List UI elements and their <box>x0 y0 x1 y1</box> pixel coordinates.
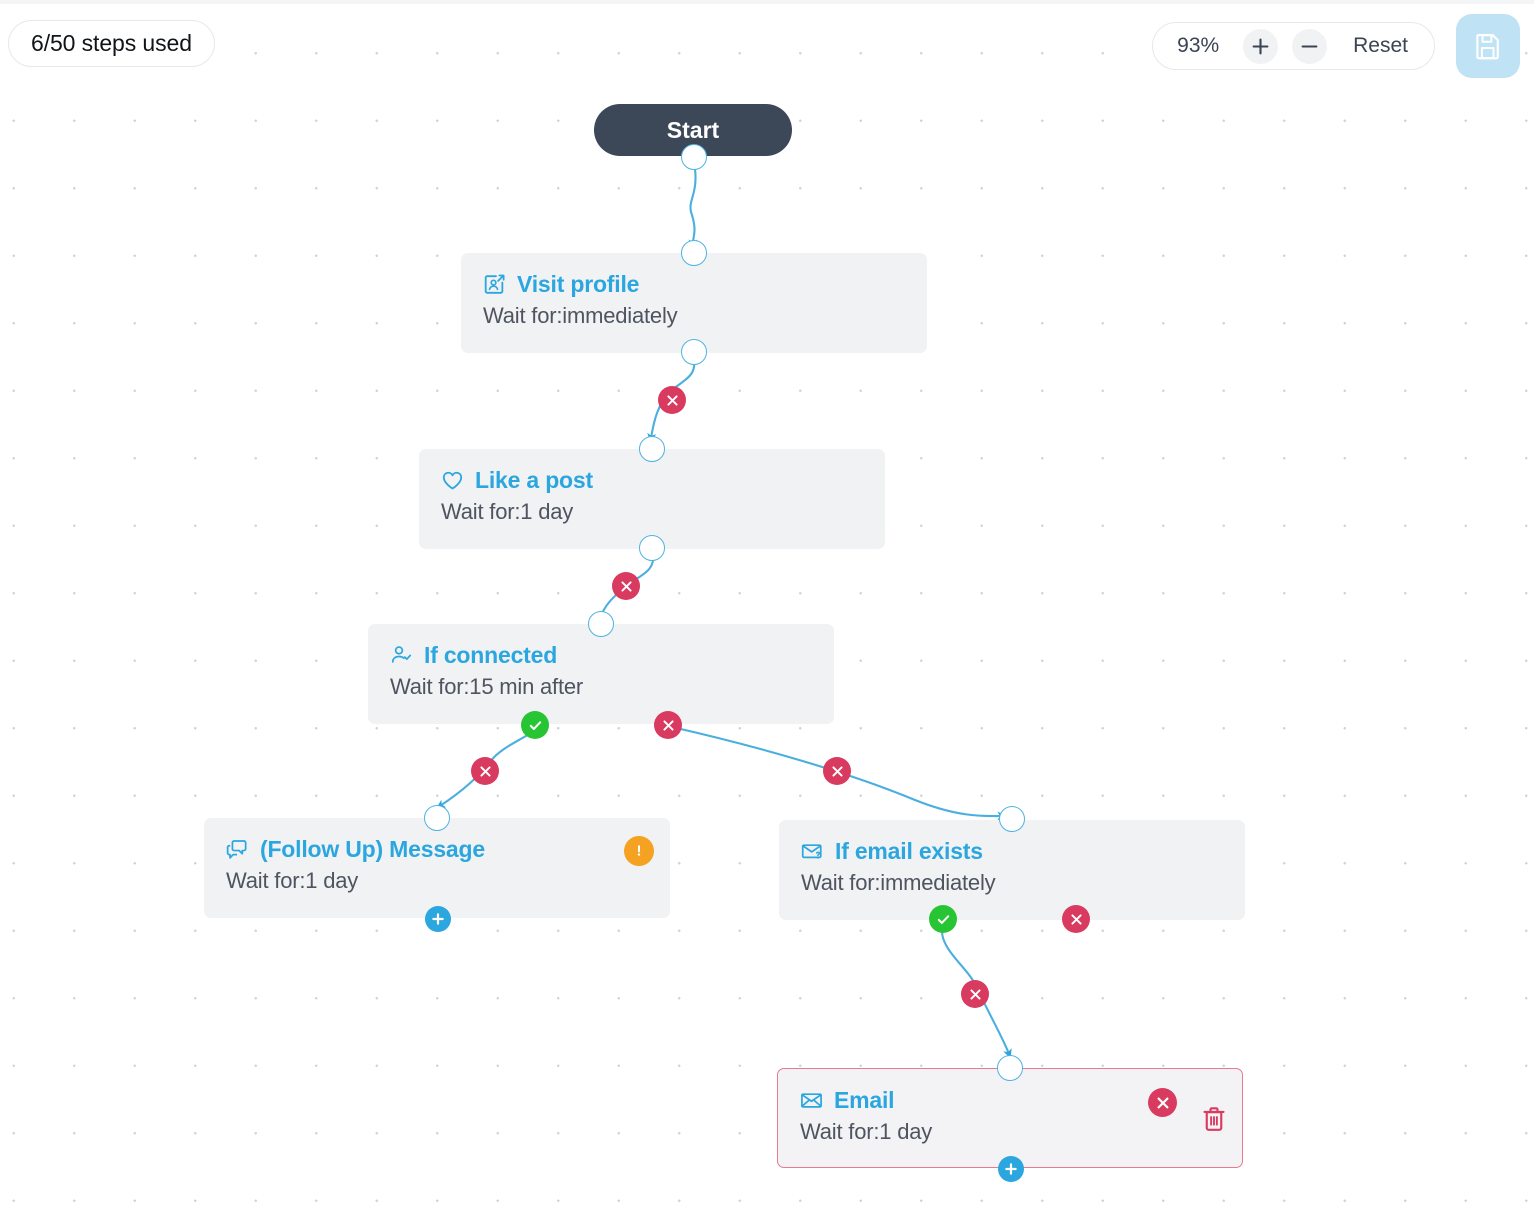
check-icon <box>937 914 949 924</box>
close-icon <box>969 988 981 1000</box>
delete-edge-if-email-exists-yes-badge[interactable] <box>961 980 989 1008</box>
port-start-out[interactable] <box>681 144 707 170</box>
port-if-connected-no[interactable] <box>654 711 682 739</box>
node-visit-profile-header: Visit profile <box>483 271 905 298</box>
port-visit-profile-in[interactable] <box>681 240 707 266</box>
steps-used-label: 6/50 steps used <box>31 30 192 56</box>
chat-bubbles-icon <box>226 838 249 861</box>
port-follow-up-message-in[interactable] <box>424 805 450 831</box>
edge-start-to-visit-profile <box>688 161 698 249</box>
close-icon <box>479 765 491 777</box>
plus-icon <box>1252 38 1269 54</box>
node-if-email-exists-subtitle: Wait for:immediately <box>801 870 996 895</box>
node-if-email-exists-title: If email exists <box>835 838 983 864</box>
node-if-connected-header: If connected <box>390 642 812 669</box>
port-if-connected-in[interactable] <box>588 611 614 637</box>
steps-used-badge: 6/50 steps used <box>8 20 215 67</box>
zoom-reset-button[interactable]: Reset <box>1353 34 1408 57</box>
heart-icon <box>441 469 464 492</box>
save-button[interactable] <box>1456 14 1520 78</box>
node-if-connected-title: If connected <box>424 642 558 668</box>
delete-node-email-button[interactable] <box>1199 1104 1229 1134</box>
node-follow-up-message[interactable]: (Follow Up) Message Wait for:1 day <box>204 818 670 918</box>
close-icon <box>1157 1097 1168 1108</box>
close-icon <box>1070 913 1082 925</box>
trash-icon <box>1203 1107 1225 1131</box>
remove-node-email-button[interactable] <box>1148 1088 1177 1117</box>
port-if-email-exists-no[interactable] <box>1062 905 1090 933</box>
node-visit-profile-title: Visit profile <box>517 271 640 297</box>
zoom-controls[interactable]: 93% Reset <box>1152 22 1435 70</box>
plus-icon <box>1005 1163 1017 1175</box>
port-if-connected-yes[interactable] <box>521 711 549 739</box>
port-like-a-post-out[interactable] <box>639 535 665 561</box>
node-like-a-post-header: Like a post <box>441 467 863 494</box>
port-visit-profile-out[interactable] <box>681 339 707 365</box>
node-if-connected[interactable]: If connected Wait for:15 min after <box>368 624 834 724</box>
node-follow-up-message-header: (Follow Up) Message <box>226 836 648 863</box>
minus-icon <box>1301 44 1318 48</box>
zoom-in-button[interactable] <box>1243 28 1279 64</box>
node-follow-up-message-subtitle: Wait for:1 day <box>226 868 359 893</box>
node-email-subtitle: Wait for:1 day <box>800 1119 933 1144</box>
add-step-after-email-button[interactable] <box>998 1156 1024 1182</box>
port-if-email-exists-yes[interactable] <box>929 905 957 933</box>
person-check-icon <box>390 644 413 667</box>
zoom-out-button[interactable] <box>1292 28 1328 64</box>
node-email[interactable]: Email Wait for:1 day <box>777 1068 1243 1168</box>
plus-icon <box>432 913 444 925</box>
warning-exclamation-icon <box>637 845 641 856</box>
close-icon <box>620 580 632 592</box>
add-step-after-follow-up-message-button[interactable] <box>425 906 451 932</box>
node-like-a-post[interactable]: Like a post Wait for:1 day <box>419 449 885 549</box>
port-like-a-post-in[interactable] <box>639 436 665 462</box>
port-email-in[interactable] <box>997 1055 1023 1081</box>
node-email-header: Email <box>800 1087 1220 1114</box>
delete-edge-if-connected-yes-badge[interactable] <box>471 757 499 785</box>
node-if-email-exists-header: If email exists <box>801 838 1223 865</box>
save-floppy-icon <box>1476 33 1499 60</box>
delete-edge-if-connected-no-badge[interactable] <box>823 757 851 785</box>
check-icon <box>529 720 541 730</box>
close-icon <box>831 765 843 777</box>
node-follow-up-message-title: (Follow Up) Message <box>260 836 485 862</box>
port-if-email-exists-in[interactable] <box>999 806 1025 832</box>
envelope-question-icon <box>801 840 824 863</box>
node-if-connected-subtitle: Wait for:15 min after <box>390 674 584 699</box>
node-email-title: Email <box>834 1087 895 1113</box>
node-visit-profile[interactable]: Visit profile Wait for:immediately <box>461 253 927 353</box>
profile-visit-icon <box>483 273 506 296</box>
node-like-a-post-subtitle: Wait for:1 day <box>441 499 574 524</box>
zoom-level-label: 93% <box>1177 34 1220 57</box>
delete-edge-like-a-post-badge[interactable] <box>612 572 640 600</box>
close-icon <box>662 719 674 731</box>
close-icon <box>666 394 678 406</box>
node-visit-profile-subtitle: Wait for:immediately <box>483 303 678 328</box>
node-like-a-post-title: Like a post <box>475 467 593 493</box>
start-node-label: Start <box>666 116 720 143</box>
top-strip <box>0 0 1534 4</box>
node-follow-up-message-warning-badge[interactable] <box>624 836 654 866</box>
delete-edge-visit-profile-badge[interactable] <box>658 386 686 414</box>
node-if-email-exists[interactable]: If email exists Wait for:immediately <box>779 820 1245 920</box>
envelope-icon <box>800 1089 823 1112</box>
